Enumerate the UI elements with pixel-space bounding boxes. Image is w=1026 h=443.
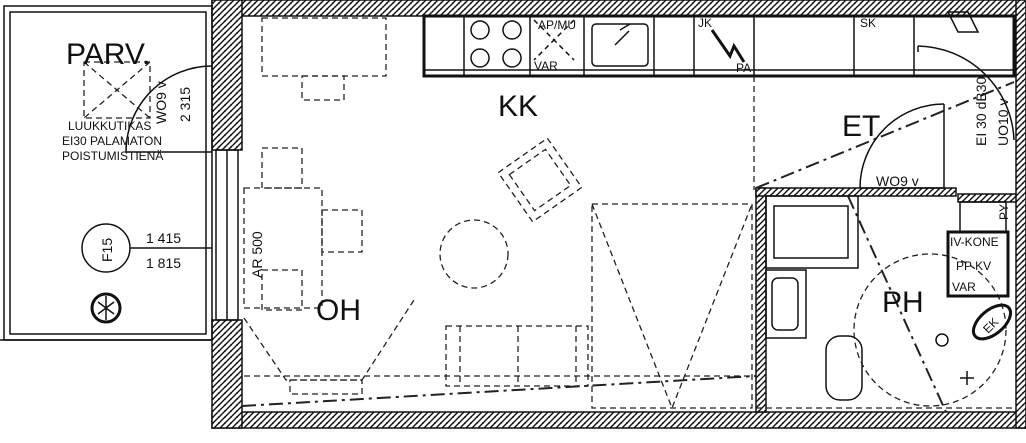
py-label: PY [997,204,1011,220]
pa-label: PA [736,61,751,75]
bathroom-fixtures [765,195,1013,407]
bottom-wall [211,411,1026,429]
ap-mu-label: AP/MU [538,18,576,32]
wardrobe [946,11,980,33]
rotated-stool [497,137,583,223]
kitchen-counter [422,14,1016,78]
hatch-note-3: POISTUMISTIENÄ [62,149,163,163]
balcony-items [81,61,213,324]
stove-burner [470,20,490,40]
room-label-hall: ET [842,110,880,143]
ar-label: AR 500 [249,231,265,278]
furniture [243,17,756,410]
drain-icon [90,292,122,324]
balcony-dimension: 2 315 [177,87,193,122]
room-label-living: OH [316,294,361,327]
front-door-rating: EI 30 dB30 [973,77,989,146]
round-table [439,219,509,289]
water-heater [971,303,1013,341]
stove-burner [470,48,490,68]
marker-bottom-value: 1 815 [146,255,181,271]
room-label-bathroom: PH [882,286,924,319]
hatch-note-2: EI30 PALAMATON [62,134,162,148]
balcony-door-mark: WO9 v [153,81,169,124]
toilet [825,335,863,401]
bathroom-top-wall [755,187,957,197]
sofa [445,325,589,387]
left-wall-upper [211,0,243,151]
front-door [859,11,1015,189]
hatch-note-1: LUUKKUTIKAS [68,119,151,133]
marker-id: F15 [99,238,115,262]
room-label-balcony: PARV. [66,38,151,71]
room-label-kitchen: KK [498,90,538,123]
iv-kone-label: IV-KONE [950,235,999,249]
stove-burner [502,48,522,68]
walls [0,0,1026,429]
marker-top-value: 1 415 [146,230,181,246]
front-door-type: UO10 v [995,99,1011,146]
pp-kv-label: PP KV [956,259,991,273]
labels: PARV. KK ET OH PH LUUKKUTIKAS EI30 PALAM… [62,16,1011,336]
shower-area [853,253,1007,407]
washbasin [765,269,807,339]
var-bath-label: VAR [952,280,976,294]
ventilation-lines [241,81,1015,413]
bathroom-wall [755,187,767,413]
escape-hatch [83,61,151,119]
right-wall [1015,0,1026,429]
hall-door-mark: WO9 v [876,173,919,189]
sk-label: SK [860,16,876,30]
left-wall-lower [211,319,243,429]
top-wall [211,0,1026,17]
var-kitchen-label: VAR [534,59,558,73]
jk-label: JK [698,16,712,30]
sink [591,23,649,67]
stove-burner [502,20,522,40]
